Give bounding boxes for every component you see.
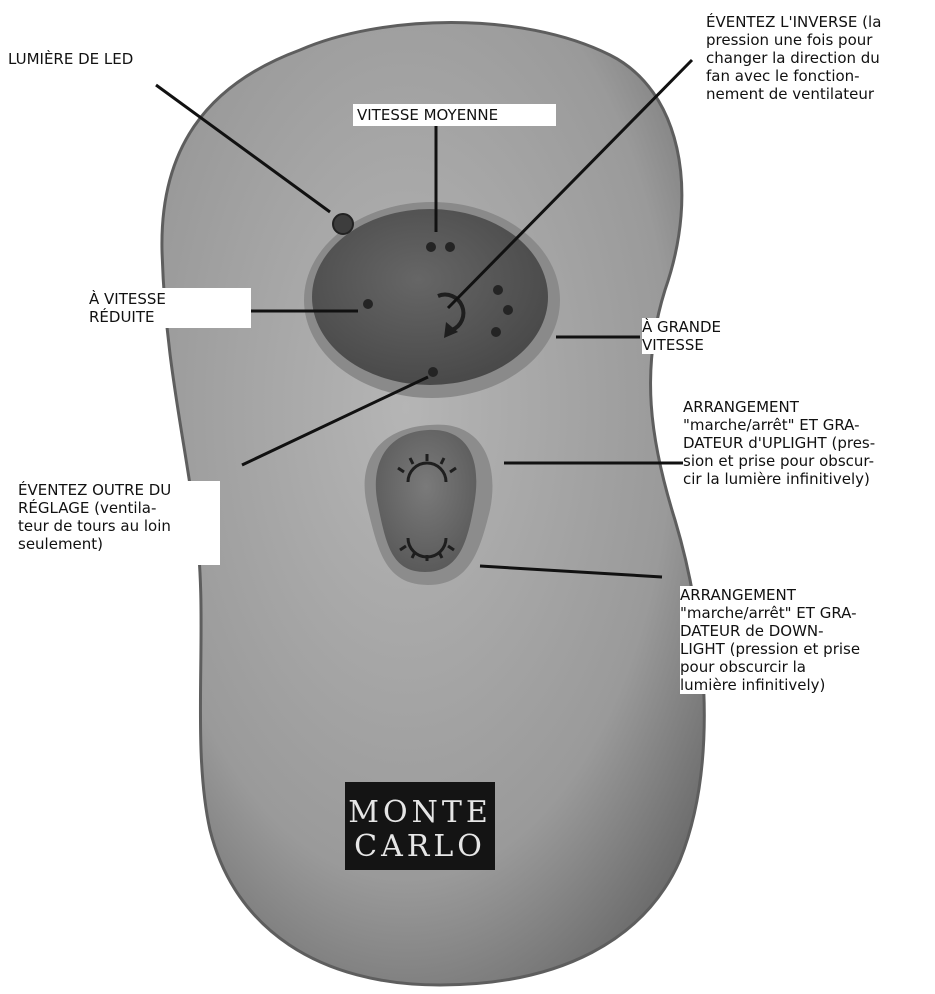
label-high-speed: À GRANDE VITESSE <box>642 318 762 354</box>
medium-speed-dot[interactable] <box>445 242 455 252</box>
label-led-light: LUMIÈRE DE LED <box>8 50 208 68</box>
low-speed-dot[interactable] <box>363 299 373 309</box>
fan-off-dot[interactable] <box>428 367 438 377</box>
svg-text:MONTE: MONTE <box>348 795 491 830</box>
brand-logo: MONTE CARLO <box>345 782 495 870</box>
label-fan-reverse: ÉVENTEZ L'INVERSE (la pression une fois … <box>706 13 932 103</box>
label-medium-speed: VITESSE MOYENNE <box>353 104 556 126</box>
label-low-speed: À VITESSE RÉDUITE <box>85 288 251 328</box>
label-uplight: ARRANGEMENT "marche/arrêt" ET GRA- DATEU… <box>683 398 933 488</box>
led-light <box>333 214 353 234</box>
medium-speed-dot[interactable] <box>426 242 436 252</box>
label-fan-off: ÉVENTEZ OUTRE DU RÉGLAGE (ventila- teur … <box>18 481 220 565</box>
high-speed-dot[interactable] <box>493 285 503 295</box>
high-speed-dot[interactable] <box>491 327 501 337</box>
label-downlight: ARRANGEMENT "marche/arrêt" ET GRA- DATEU… <box>680 586 930 694</box>
high-speed-dot[interactable] <box>503 305 513 315</box>
fan-control-pad[interactable] <box>312 209 548 385</box>
svg-text:CARLO: CARLO <box>354 829 486 864</box>
